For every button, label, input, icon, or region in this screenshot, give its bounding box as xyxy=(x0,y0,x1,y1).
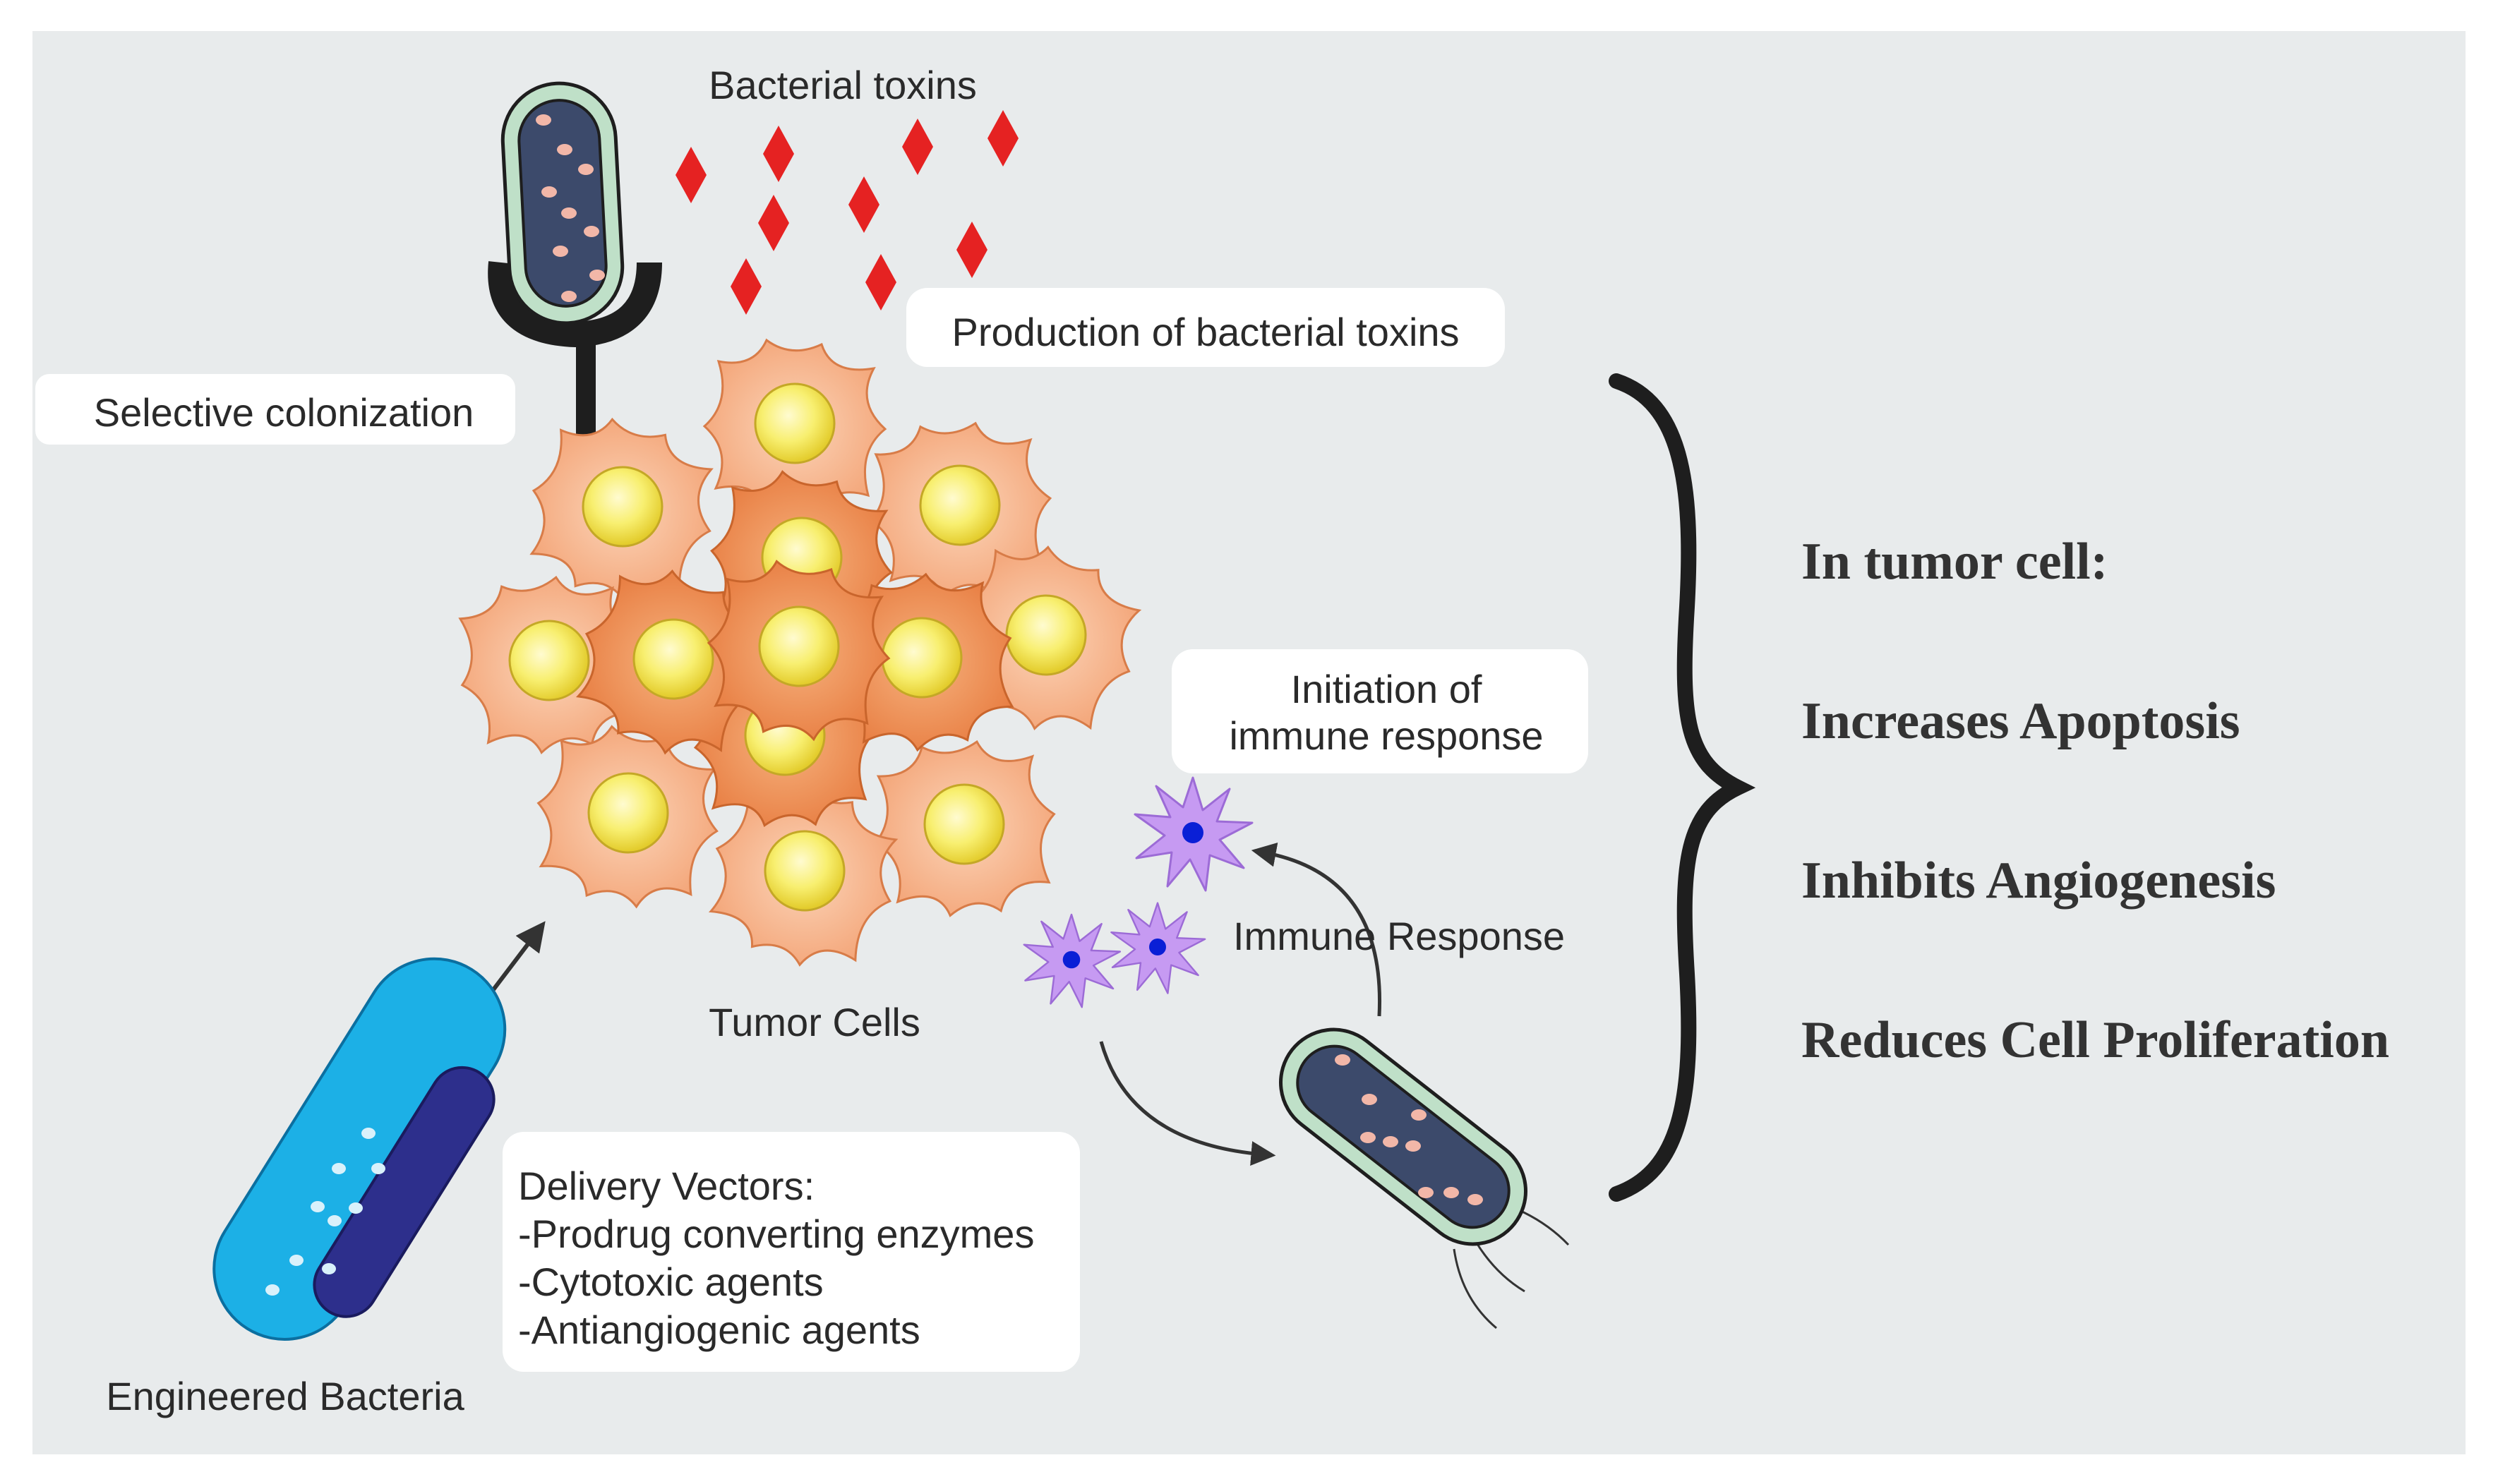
effect-item-apoptosis: Increases Apoptosis xyxy=(1801,692,2240,750)
curved-arrow-to-immune xyxy=(1251,842,1382,1017)
initiation-label-line2: immune response xyxy=(1229,713,1543,758)
toxin-diamond xyxy=(675,147,707,203)
selective-colonization-label: Selective colonization xyxy=(94,390,474,435)
delivery-item: -Prodrug converting enzymes xyxy=(518,1212,1034,1256)
label-box-delivery xyxy=(503,1132,1080,1372)
toxin-diamond xyxy=(956,222,987,278)
bacterial-toxins-group xyxy=(675,110,1019,315)
delivery-vectors-title: Delivery Vectors: xyxy=(518,1164,815,1208)
delivery-item: -Cytotoxic agents xyxy=(518,1260,824,1304)
toxin-diamond xyxy=(763,126,794,182)
bacterium-stalk xyxy=(576,332,596,438)
flagellated-bacterium xyxy=(1278,1027,1570,1329)
toxin-diamond xyxy=(848,176,879,233)
engineered-bacteria-label: Engineered Bacteria xyxy=(106,1374,464,1418)
curved-arrow-to-bacterium xyxy=(1099,1041,1276,1166)
toxin-diamond xyxy=(902,119,933,175)
toxin-diamond xyxy=(731,258,762,315)
bacterium-attachment-cup xyxy=(488,261,662,348)
label-box-initiation xyxy=(1172,649,1588,773)
tumor-cells-label: Tumor Cells xyxy=(709,1000,920,1044)
colonizing-bacterium xyxy=(488,81,662,438)
label-box-production xyxy=(906,288,1505,367)
toxin-diamond xyxy=(987,110,1019,167)
effect-item-proliferation: Reduces Cell Proliferation xyxy=(1801,1011,2389,1069)
curly-brace xyxy=(1609,373,1756,1202)
production-of-toxins-label: Production of bacterial toxins xyxy=(951,310,1459,354)
initiation-label-line1: Initiation of xyxy=(1291,667,1482,711)
label-box-colonization xyxy=(35,374,515,445)
delivery-item: -Antiangiogenic agents xyxy=(518,1308,920,1352)
bacterial-toxins-label: Bacterial toxins xyxy=(709,63,977,107)
toxin-diamond xyxy=(865,254,896,310)
toxin-diamond xyxy=(758,195,789,251)
effects-heading: In tumor cell: xyxy=(1801,533,2108,591)
engineered-bacteria xyxy=(212,957,507,1341)
immune-response-label: Immune Response xyxy=(1233,914,1565,958)
effect-item-angiogenesis: Inhibits Angiogenesis xyxy=(1801,852,2276,910)
